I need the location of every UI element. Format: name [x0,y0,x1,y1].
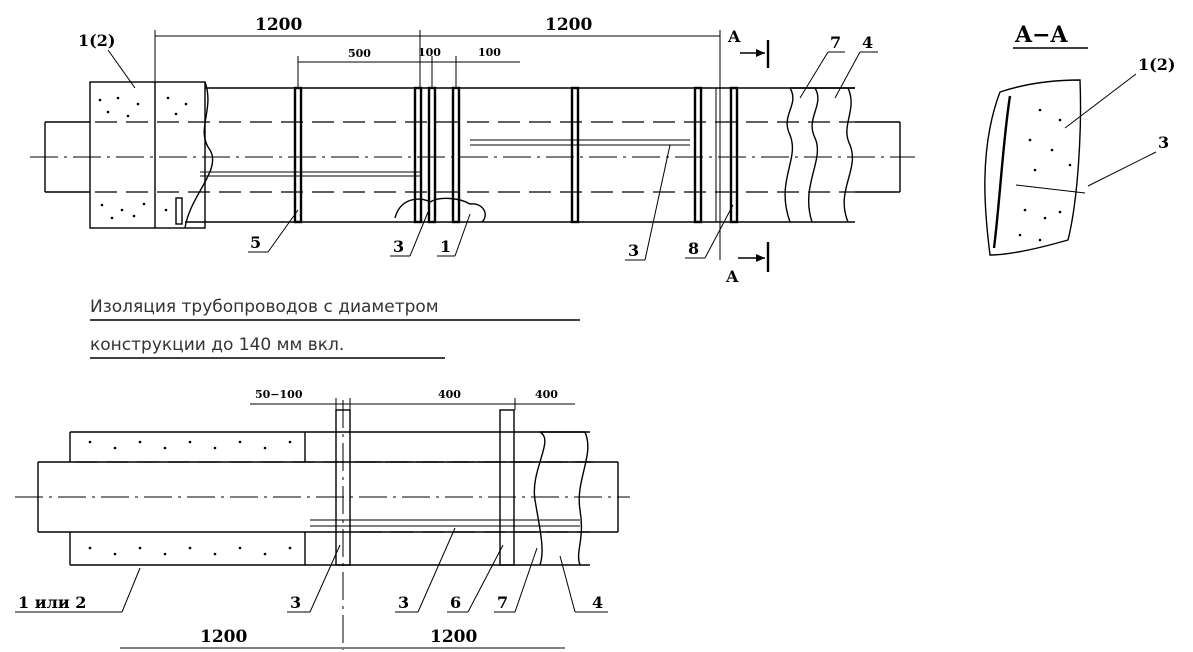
callout-3b: 3 [628,241,639,260]
band-d [570,86,580,224]
band-5 [293,86,303,224]
section-texture [1018,108,1072,242]
section-markers: A A [725,27,770,286]
callout-3a-bottom: 3 [290,593,301,612]
leader-3a-bottom [309,544,341,613]
bands [293,86,739,224]
leader-4 [834,51,861,99]
leader-4-bottom [559,555,576,613]
section-leader-1-2 [1064,73,1137,129]
dim-1200-a: 1200 [200,627,247,647]
callout-8: 8 [688,239,699,258]
bottom-clad-4 [577,431,589,566]
band-e [693,86,703,224]
bottom-pipe-view [15,400,630,650]
leader-3b [644,144,671,261]
bottom-callouts: 1 или 2 3 3 6 7 4 [15,527,608,613]
band-8 [729,86,739,224]
dim-50-100: 50−100 [255,388,303,401]
callout-6: 6 [450,593,461,612]
section-shape [984,79,1082,256]
dim-100-a: 100 [418,46,441,59]
caption: Изоляция трубопроводов с диаметром конст… [90,297,580,359]
dim-100-b: 100 [478,46,501,59]
top-callouts: 1(2) 7 4 5 3 1 3 8 [78,31,878,261]
section-callout-3: 3 [1158,133,1169,152]
callout-1-or-2: 1 или 2 [18,593,86,612]
leader-8 [704,204,734,259]
break-line [184,81,214,229]
top-dimensions: 1200 1200 500 100 100 [154,15,720,88]
cladding-edge-7a [784,87,794,223]
leader-1 [454,213,471,257]
insulation-cutaway [89,81,206,229]
leader-1-or-2 [121,567,141,613]
callout-7: 7 [830,33,841,52]
section-callout-1-2: 1(2) [1138,55,1175,74]
cladding-edge-4 [843,87,854,223]
caption-line-2: конструкции до 140 мм вкл. [90,335,344,355]
cladding-edge-7b [807,87,819,223]
callout-1: 1 [440,237,451,256]
bottom-texture [88,440,292,556]
dim-1200-right: 1200 [545,15,592,35]
bottom-dimensions: 50−100 400 400 1200 1200 [120,388,575,649]
callout-4-bottom: 4 [592,593,603,612]
callout-7-bottom: 7 [497,593,508,612]
leader-5 [267,209,299,253]
section-title: A−A [1014,22,1069,48]
section-pipe-wall [992,95,1012,249]
leader-3a [409,211,429,257]
leader-3b-bottom [417,527,456,613]
section-aa: A−A 1(2) 3 [984,22,1175,256]
callout-1-2: 1(2) [78,31,115,50]
callout-5: 5 [250,233,261,252]
leader-6 [467,544,504,613]
leader-7-bottom [514,547,538,613]
section-mark-top: A [727,27,741,46]
band-c [451,86,461,224]
dim-400-a: 400 [438,388,461,401]
bottom-clad-7 [533,431,546,566]
leader-7 [799,51,829,99]
section-mark-bottom: A [725,267,739,286]
section-joint [1015,184,1086,194]
callout-4: 4 [862,33,873,52]
leader-1-2 [107,49,136,89]
dim-500: 500 [348,47,371,60]
top-pipe-view [30,30,915,260]
callout-3a: 3 [393,237,404,256]
bottom-band-6 [499,409,515,566]
fastener-left [175,197,183,225]
torn-patch [394,197,486,223]
callout-3b-bottom: 3 [398,593,409,612]
dim-1200-b: 1200 [430,627,477,647]
insulation-texture [98,96,188,220]
section-leader-3 [1087,151,1157,187]
dim-400-b: 400 [535,388,558,401]
dim-1200-left: 1200 [255,15,302,35]
band-a [413,86,423,224]
caption-line-1: Изоляция трубопроводов с диаметром [90,297,439,317]
